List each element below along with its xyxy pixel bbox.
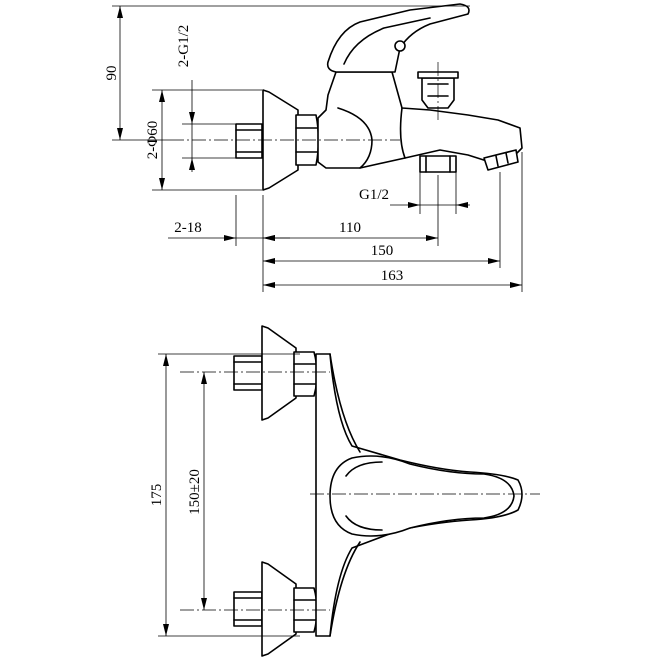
- top-upper-hex-nut: [293, 351, 318, 397]
- side-handle-screw: [394, 40, 406, 52]
- dim-163-label: 163: [381, 268, 404, 284]
- dim-inlet-thread-label: 2-G1/2: [176, 25, 192, 68]
- dim-90-label: 90: [104, 66, 120, 81]
- top-lower-flange: [261, 561, 297, 657]
- top-handle: [329, 455, 515, 537]
- dim-centers: 150±20: [187, 372, 207, 610]
- side-body-spout: [317, 71, 523, 169]
- dim-175: 175: [149, 353, 300, 637]
- top-upper-flange: [261, 325, 297, 421]
- side-handle-lever: [326, 3, 470, 73]
- dim-centers-label: 150±20: [187, 469, 203, 515]
- side-inlet-pipe: [235, 123, 263, 159]
- top-lower-inlet: [233, 561, 318, 657]
- dim-110-label: 110: [339, 220, 361, 236]
- dim-flange-dia: 2-Φ60: [145, 89, 262, 191]
- dim-inlet-thread: 2-G1/2: [176, 25, 236, 172]
- dim-175-label: 175: [149, 484, 165, 507]
- top-upper-inlet: [233, 325, 318, 421]
- dim-110: 110: [263, 220, 438, 241]
- dim-outlet-thread: G1/2: [359, 172, 470, 214]
- dim-150: 150: [263, 243, 500, 264]
- top-view: 175 150±20: [149, 325, 540, 657]
- side-view-body: [235, 3, 523, 191]
- dim-wall-18-label: 2-18: [174, 220, 202, 236]
- side-view: 90 2-G1/2 2-Φ60 G1/2: [104, 3, 523, 292]
- dim-150-label: 150: [371, 243, 394, 259]
- dim-90: 90: [104, 5, 470, 141]
- dim-flange-dia-label: 2-Φ60: [145, 121, 161, 159]
- dim-163: 163: [263, 268, 522, 288]
- dim-outlet-thread-label: G1/2: [359, 187, 389, 203]
